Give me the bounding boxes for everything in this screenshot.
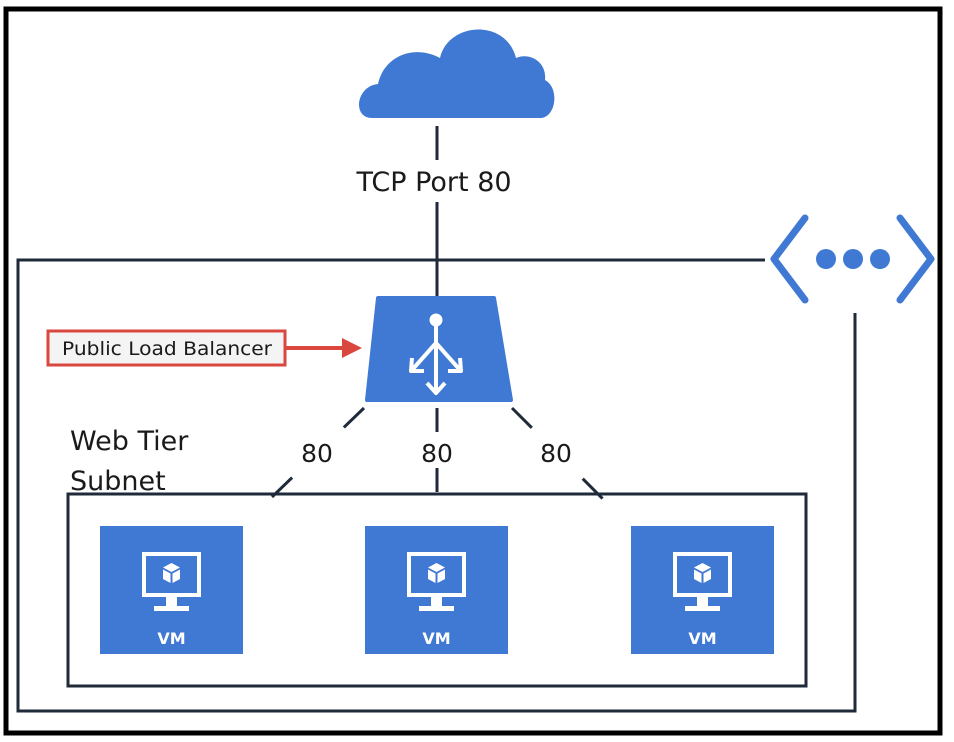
vnet-boundary <box>16 258 857 713</box>
vm-label: VM <box>688 629 716 648</box>
virtual-machine-icon <box>142 552 201 611</box>
vm-tile: VM <box>365 526 508 654</box>
vm-label: VM <box>422 629 450 648</box>
port-label: 80 <box>540 439 572 468</box>
virtual-machine-icon <box>673 552 732 611</box>
load-balancer-callout: Public Load Balancer <box>46 329 362 367</box>
subnet-label-line1: Web Tier <box>70 426 189 457</box>
load-balancer-callout-label: Public Load Balancer <box>62 338 272 360</box>
port-label: 80 <box>301 439 333 468</box>
internet-port-label: TCP Port 80 <box>355 167 511 198</box>
load-balancer-icon <box>365 296 513 402</box>
web-tier-subnet-box <box>66 492 808 688</box>
virtual-machine-icon <box>407 552 466 611</box>
lb-to-vm3-link <box>510 406 632 528</box>
virtual-network-icon <box>770 214 935 304</box>
vm-label: VM <box>157 629 185 648</box>
outer-border <box>3 6 943 736</box>
subnet-label-line2: Subnet <box>70 466 166 497</box>
vm-tile: VM <box>100 526 243 654</box>
port-label: 80 <box>421 439 453 468</box>
vm-tile: VM <box>631 526 774 654</box>
cloud-icon <box>359 29 555 118</box>
